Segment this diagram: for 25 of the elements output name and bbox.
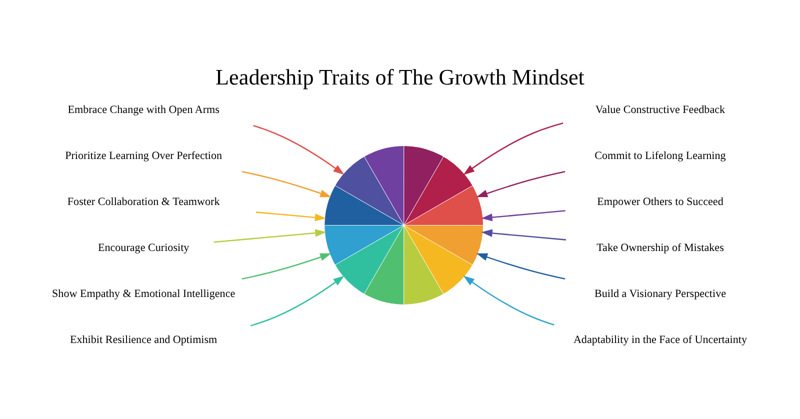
arrow [242, 170, 332, 198]
node-text: Build a Visionary Perspective [594, 288, 726, 300]
node-text: Encourage Curiosity [98, 242, 190, 254]
arrow [256, 212, 326, 222]
node-text: Commit to Lifelong Learning [594, 150, 726, 162]
arrow [463, 276, 554, 326]
node-text: Show Empathy & Emotional Intelligence [52, 288, 236, 300]
node-text: Value Constructive Feedback [595, 104, 726, 116]
arrow [476, 253, 566, 280]
arrow [481, 229, 566, 240]
node-text: Take Ownership of Mistakes [596, 242, 724, 254]
arrow [250, 276, 344, 326]
arrow [242, 253, 332, 280]
arrow [253, 125, 344, 175]
node-text: Prioritize Learning Over Perfection [65, 150, 222, 162]
node-text: Embrace Change with Open Arms [68, 104, 220, 116]
node-text: Exhibit Resilience and Optimism [70, 334, 218, 346]
arrow [214, 229, 326, 243]
arrow [481, 210, 566, 222]
node-text: Foster Collaboration & Teamwork [67, 196, 220, 208]
diagram-title: Leadership Traits of The Growth Mindset [216, 64, 584, 90]
node-text: Empower Others to Succeed [597, 196, 724, 208]
node-text: Adaptability in the Face of Uncertainty [573, 334, 748, 346]
arrow [463, 122, 564, 175]
arrow [476, 171, 566, 198]
